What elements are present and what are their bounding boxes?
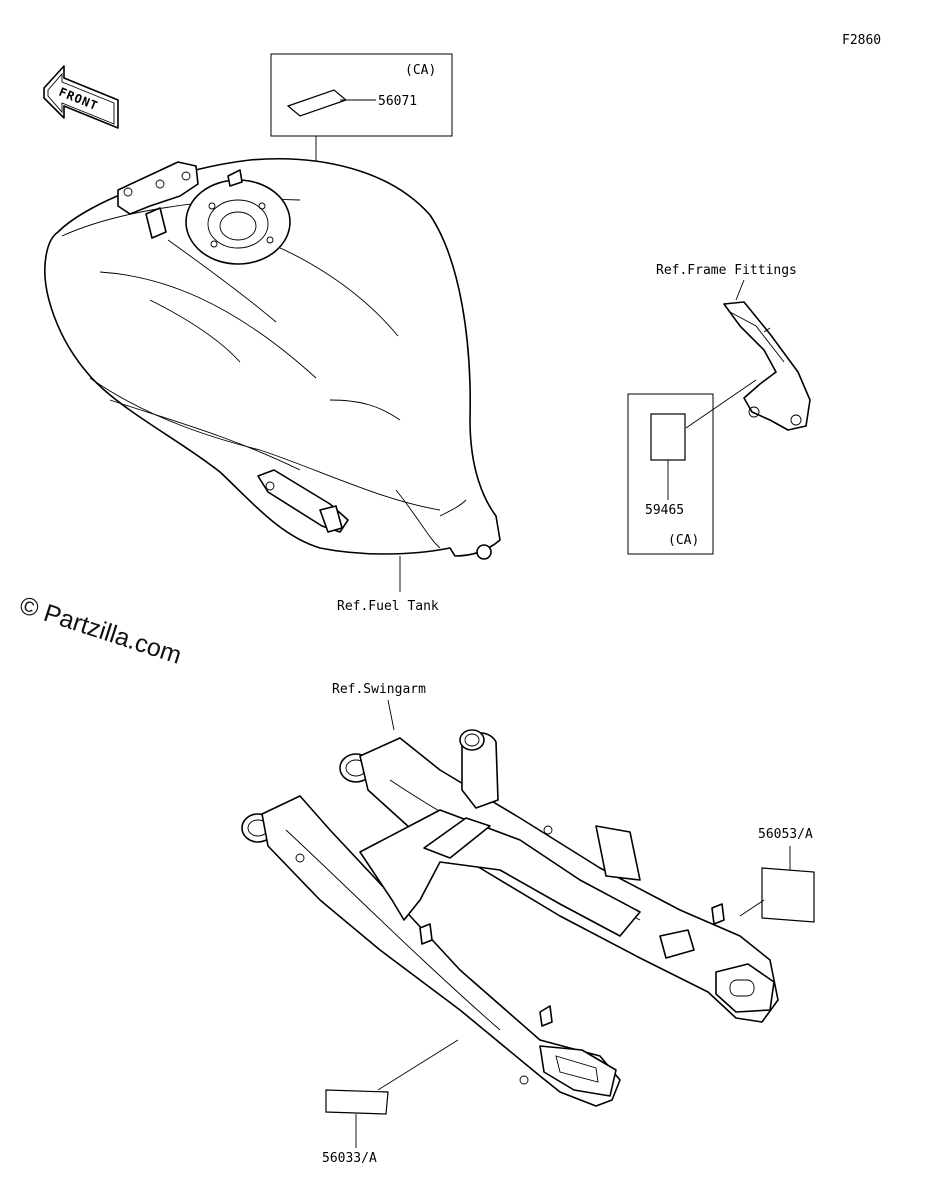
watermark: © Partzilla.com	[16, 591, 185, 670]
tank-label-region: (CA)	[405, 63, 436, 78]
part-number-56033a: 56033/A	[322, 1151, 377, 1166]
figure-code: F2860	[842, 33, 881, 48]
part-number-56071: 56071	[378, 94, 417, 109]
frame-label-callout: 59465 (CA)	[627, 379, 757, 555]
label-56033a-icon	[325, 1089, 389, 1115]
label-59465-icon	[650, 413, 686, 461]
ref-fuel-tank: Ref.Fuel Tank	[337, 599, 439, 614]
part-number-56053a: 56053/A	[758, 827, 813, 842]
swingarm-label-left-callout: 56033/A	[322, 1039, 459, 1166]
label-56053a-icon	[761, 867, 815, 923]
fuel-tank-drawing	[44, 157, 501, 592]
ref-frame-fittings: Ref.Frame Fittings	[656, 263, 797, 278]
frame-label-region: (CA)	[668, 533, 699, 548]
label-56071-icon	[286, 89, 348, 117]
tank-label-callout: (CA) 56071	[270, 53, 453, 300]
swingarm-label-right-callout: 56053/A	[739, 827, 815, 923]
frame-fitting-drawing	[723, 279, 811, 431]
swingarm-drawing	[241, 699, 779, 1107]
ref-swingarm: Ref.Swingarm	[332, 682, 426, 697]
part-number-59465: 59465	[645, 503, 684, 518]
front-arrow-icon: FRONT	[43, 65, 119, 129]
